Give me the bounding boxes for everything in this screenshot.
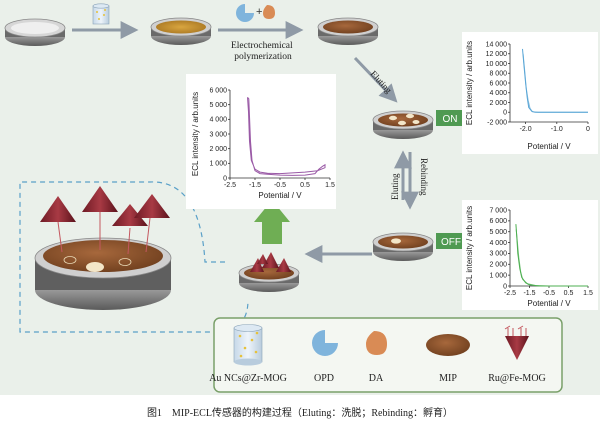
- legend-label-au-ncs: Au NCs@Zr-MOG: [209, 373, 287, 384]
- legend-label-opd: OPD: [314, 373, 334, 384]
- electrode-zoomed: [34, 186, 172, 310]
- electrode-cavities: [372, 110, 434, 139]
- chart-off-xlabel: Potential / V: [527, 299, 571, 308]
- chart-on-ytick-label: 12 000: [486, 51, 508, 58]
- legend-label-ru-fe-mog: Ru@Fe-MOG: [488, 373, 546, 384]
- chart-cv-ytick-label: 4 000: [209, 117, 227, 124]
- chart-on-xtick-label: -2.0: [520, 126, 532, 133]
- electrode-bare: [4, 18, 66, 46]
- chart-on-xtick-label: -1.0: [551, 126, 563, 133]
- chart-cv-xtick-label: -2.5: [224, 182, 236, 189]
- chart-on-ytick-label: 6 000: [489, 80, 507, 87]
- electrode-mip: [317, 17, 379, 45]
- chart-cv-xtick-label: 0.5: [300, 182, 310, 189]
- off-badge: OFF: [436, 233, 466, 249]
- chart-off-xtick-label: 1.5: [583, 290, 593, 297]
- label-electrochem-line1: Electrochemical: [231, 41, 293, 51]
- chart-off-panel: [462, 200, 598, 310]
- off-label: OFF: [441, 237, 461, 248]
- chart-off-xtick-label: -1.5: [523, 290, 535, 297]
- chart-cv-xtick-label: 1.5: [325, 182, 335, 189]
- chart-off-ytick-label: 2 000: [489, 262, 507, 269]
- chart-on-ytick-label: 2 000: [489, 100, 507, 107]
- electrode-gold: [150, 17, 212, 45]
- ru-fe-mog-icon: [504, 325, 529, 360]
- legend-label-da: DA: [369, 373, 384, 384]
- electrode-probe-small: [238, 252, 300, 292]
- legend-box: [213, 317, 563, 393]
- chart-on-ytick-label: -2 000: [487, 119, 507, 126]
- legend-labels: Au NCs@Zr-MOG OPD DA MIP Ru@Fe-MOG: [209, 373, 546, 384]
- chart-off-ytick-label: 3 000: [489, 251, 507, 258]
- chart-on-ylabel: ECL intensity / arb.units: [465, 41, 474, 125]
- chart-on-ytick-label: 10 000: [486, 61, 508, 68]
- chart-off-ylabel: ECL intensity / arb.units: [465, 206, 474, 290]
- chart-cv-ytick-label: 1 000: [209, 161, 227, 168]
- label-electrochem-line2: polymerization: [234, 52, 292, 62]
- chart-off-ytick-label: 0: [503, 283, 507, 290]
- chart-off-xtick-label: -0.5: [543, 290, 555, 297]
- chart-off-ytick-label: 4 000: [489, 240, 507, 247]
- chart-on-xlabel: Potential / V: [527, 142, 571, 151]
- chart-cv-panel: [186, 74, 336, 209]
- chart-off-xtick-label: -2.5: [504, 290, 516, 297]
- chart-on-ytick-label: 0: [503, 110, 507, 117]
- big-up-arrow: [254, 200, 290, 244]
- chart-cv-ytick-label: 3 000: [209, 131, 227, 138]
- da-droplet-icon: [366, 331, 387, 355]
- chart-cv-ylabel: ECL intensity / arb.units: [191, 92, 200, 176]
- chart-on-ytick-label: 8 000: [489, 71, 507, 78]
- chart-off-ytick-label: 5 000: [489, 229, 507, 236]
- chart-cv-ytick-label: 2 000: [209, 146, 227, 153]
- label-electrochemical-polymerization: Electrochemical polymerization: [231, 41, 295, 62]
- chart-cv-ytick-label: 5 000: [209, 102, 227, 109]
- on-label: ON: [443, 114, 458, 125]
- figure-caption: 图1 MIP-ECL传感器的构建过程（Eluting：洗脱；Rebinding：…: [146, 408, 454, 419]
- svg-text:+: +: [256, 6, 262, 18]
- opd-pie-icon: [312, 330, 338, 356]
- chart-on: -2.0 -1.0 0 -2 000 0 2 000 4 000 6 000 8 000 10 0…: [462, 32, 598, 154]
- chart-cv: -2.5 -1.5 -0.5 0.5 1.5 0 1 000 2 000 3 000 4 000 5…: [186, 74, 336, 209]
- chart-on-ytick-label: 14 000: [486, 41, 508, 48]
- chart-cv-xlabel: Potential / V: [258, 191, 302, 200]
- chart-off: -2.5 -1.5 -0.5 0.5 1.5 0 1 000 2 000 3 000 4 000 5…: [462, 200, 598, 310]
- chart-off-ytick-label: 1 000: [489, 272, 507, 279]
- chart-cv-xtick-label: -1.5: [249, 182, 261, 189]
- chart-cv-ytick-label: 0: [223, 175, 227, 182]
- electrode-with-da: [372, 232, 434, 261]
- label-eluting-mid: Eluting: [390, 173, 400, 200]
- opd-da-icons-top: +: [236, 4, 275, 22]
- chart-on-panel: [462, 32, 598, 154]
- chart-on-xtick-label: 0: [586, 126, 590, 133]
- mog-cylinder-icon: [233, 324, 263, 366]
- label-eluting-top: Eluting: [369, 69, 394, 96]
- chart-off-ytick-label: 6 000: [489, 218, 507, 225]
- mip-ellipse-icon: [426, 334, 470, 356]
- chart-cv-ytick-label: 6 000: [209, 87, 227, 94]
- chart-off-series-1: [515, 229, 588, 287]
- chart-on-ytick-label: 4 000: [489, 90, 507, 97]
- mog-cylinder-icon-top: [92, 3, 110, 25]
- on-badge: ON: [436, 110, 464, 126]
- legend-label-mip: MIP: [439, 373, 457, 384]
- chart-cv-series-0: [247, 96, 326, 176]
- chart-off-xtick-label: 0.5: [564, 290, 574, 297]
- arrow-eluting-top: [353, 56, 398, 103]
- label-rebinding: Rebinding: [419, 158, 429, 196]
- chart-on-series-1: [522, 53, 588, 113]
- chart-cv-xtick-label: -0.5: [274, 182, 286, 189]
- chart-off-ytick-label: 7 000: [489, 207, 507, 214]
